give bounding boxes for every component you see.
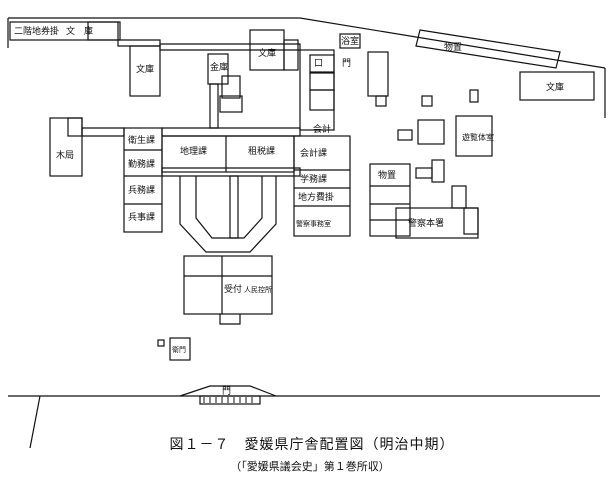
label-buko: 文庫 (546, 81, 564, 93)
label-kaikei: 会計課 (300, 147, 327, 159)
right-block (293, 135, 351, 237)
label-mokko: 木局 (56, 149, 74, 161)
label-bunko-a: 文庫 (136, 63, 154, 75)
boundary-line (8, 17, 606, 69)
entrance-block (183, 255, 273, 315)
left-block (123, 127, 163, 233)
label-sozei: 租税課 (248, 145, 275, 157)
label-eimon: 衛門 (172, 345, 186, 354)
mokko-box (49, 117, 83, 177)
label-front-gate: 門 (222, 386, 231, 397)
long-storehouse (415, 29, 561, 69)
label-kuchi: 口 (314, 59, 323, 69)
label-uketsuke-a: 受付 (224, 283, 242, 295)
label-heiji: 兵事課 (128, 211, 155, 223)
label-gyokuno: 遊覧体室 (462, 132, 494, 142)
main-gate (179, 385, 277, 397)
label-jinmin-b: 人民控所 (244, 285, 272, 294)
label-chiho: 地方費掛 (298, 191, 334, 203)
label-chiri: 地理課 (180, 145, 207, 157)
label-heimu: 兵務課 (128, 184, 155, 196)
label-storehouse-nw: 文 庫 (66, 25, 93, 37)
gatehouse-box (169, 337, 191, 361)
label-kitchen: 物置 (444, 41, 462, 53)
label-gakumu: 学務課 (300, 173, 327, 185)
label-nijo: 二階地券掛 (14, 25, 59, 37)
label-mon: 門 (342, 58, 351, 69)
bunko-a-box (129, 45, 161, 97)
figure-source: （「愛媛県議会史」第１巻所収） (230, 460, 390, 473)
label-kinmu: 勤務課 (128, 158, 155, 170)
label-keisatsu-honbu: 警察本署 (408, 217, 444, 229)
label-eisei: 衛生課 (128, 134, 155, 146)
nijo-block (9, 21, 121, 41)
yokushitsu-box (339, 33, 361, 49)
label-buppin: 物置 (378, 169, 396, 181)
label-keisatsu-jimu: 警察事務室 (296, 219, 331, 228)
label-kaikei-small: 会計 (313, 123, 331, 135)
figure-caption: 図１－７ 愛媛県庁舎配置図（明治中期） (169, 437, 455, 453)
label-kinko: 金庫 (210, 61, 228, 73)
label-bunko-b: 文庫 (258, 47, 276, 59)
label-yokushitsu: 浴室 (341, 35, 359, 47)
